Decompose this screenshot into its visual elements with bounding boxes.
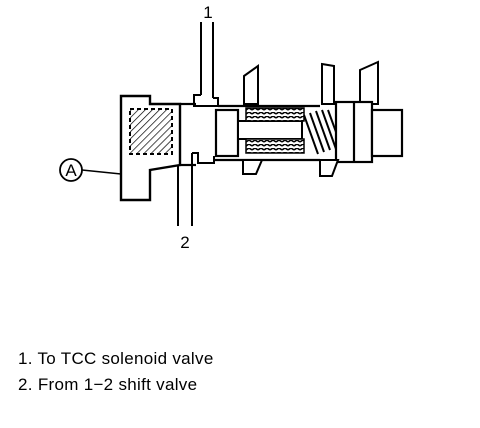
callout-a-label: A [65, 161, 77, 180]
legend-item-1: 1. To TCC solenoid valve [18, 346, 214, 372]
hatched-plug [129, 108, 173, 155]
callout-1-label: 1 [203, 3, 212, 22]
retaining-pin-left [243, 64, 259, 105]
port-1-passage [193, 22, 219, 107]
legend-item-1-text: To TCC solenoid valve [37, 349, 214, 368]
valve-body [180, 102, 320, 167]
port-2-passage [177, 150, 215, 226]
lower-lug-left [242, 159, 264, 175]
spring-coils-angled [303, 109, 341, 155]
legend-item-1-number: 1. [18, 349, 33, 368]
callout-2-label: 2 [180, 233, 189, 252]
end-plug [334, 100, 404, 164]
spool-land-1 [214, 108, 240, 158]
lower-lug-right [319, 159, 340, 177]
legend-item-2: 2. From 1−2 shift valve [18, 372, 214, 398]
retaining-pin-right [321, 62, 335, 105]
callout-a: A [59, 158, 122, 182]
retaining-pin-far-right [359, 60, 379, 105]
legend: 1. To TCC solenoid valve 2. From 1−2 shi… [18, 346, 214, 398]
legend-item-2-text: From 1−2 shift valve [37, 375, 198, 394]
spring-coils-left [245, 107, 305, 154]
spool-stem [237, 120, 303, 140]
legend-item-2-number: 2. [18, 375, 33, 394]
